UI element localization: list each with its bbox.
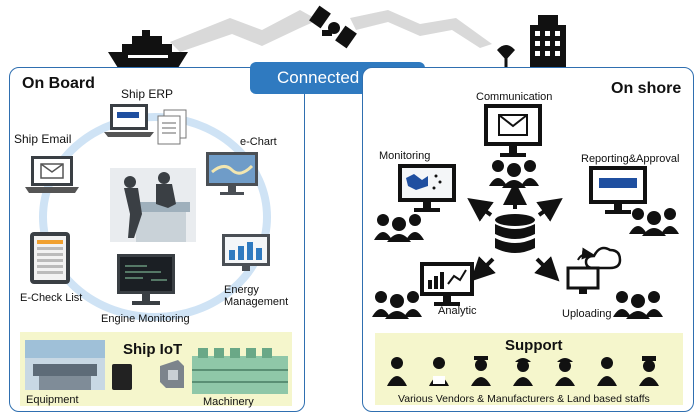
ship-icon: [108, 30, 188, 68]
satellite-icon: [309, 5, 357, 49]
team-icon-analytic: [372, 291, 422, 319]
ship-erp-label: Ship ERP: [121, 87, 174, 101]
equipment-label: Equipment: [26, 394, 79, 406]
energy-monitor-icon: [222, 234, 270, 271]
monitoring-label: Monitoring: [379, 150, 431, 162]
data-flow-arrows: [467, 181, 563, 282]
machinery-label: Machinery: [203, 396, 254, 408]
team-icon-communication: [489, 160, 539, 188]
monitoring-screen-icon: [398, 164, 456, 212]
energy-label-2: Management: [224, 296, 289, 308]
support-staff-icons: [387, 356, 659, 386]
reporting-approval-label: Reporting&Approval: [581, 153, 680, 165]
crew-at-console-photo: [110, 168, 196, 242]
onshore-heading: On shore: [611, 80, 682, 97]
team-icon-monitoring: [374, 214, 424, 242]
office-building-icon: [530, 15, 566, 75]
team-icon-uploading: [613, 291, 663, 319]
email-monitor-icon: [484, 104, 542, 157]
machinery-icon: [192, 348, 288, 394]
document-icon: [157, 109, 187, 145]
energy-label-1: Energy: [224, 284, 259, 296]
control-panel-icon: [160, 360, 184, 388]
analytic-label: Analytic: [438, 305, 477, 317]
team-icon-reporting: [629, 208, 679, 236]
e-check-list-label: E-Check List: [20, 292, 83, 304]
onboard-ring: [39, 113, 271, 321]
laptop-icon: [104, 104, 154, 137]
uploading-label: Uploading: [562, 308, 612, 320]
upload-cloud-icon: [566, 246, 622, 294]
bridge-equipment-icon: [25, 340, 105, 390]
iot-device-icon: [112, 364, 132, 390]
e-chart-label: e-Chart: [240, 136, 277, 148]
support-box: [375, 333, 683, 405]
support-heading: Support: [505, 337, 563, 354]
onboard-heading: On Board: [22, 75, 95, 92]
engine-monitoring-label: Engine Monitoring: [101, 313, 190, 325]
engine-monitor-icon: [117, 254, 175, 305]
database-icon: [495, 214, 535, 253]
analytic-monitor-icon: [420, 262, 474, 306]
communication-label: Communication: [476, 91, 553, 103]
monitor-chart-icon: [206, 152, 258, 195]
reporting-monitor-icon: [589, 166, 647, 214]
tablet-checklist-icon: [30, 232, 70, 284]
email-laptop-icon: [25, 156, 79, 193]
ship-email-label: Ship Email: [14, 132, 72, 146]
support-caption: Various Vendors & Manufacturers & Land b…: [398, 393, 650, 405]
satellite-link-zigzag: [170, 10, 492, 52]
ship-iot-heading: Ship IoT: [123, 341, 183, 358]
